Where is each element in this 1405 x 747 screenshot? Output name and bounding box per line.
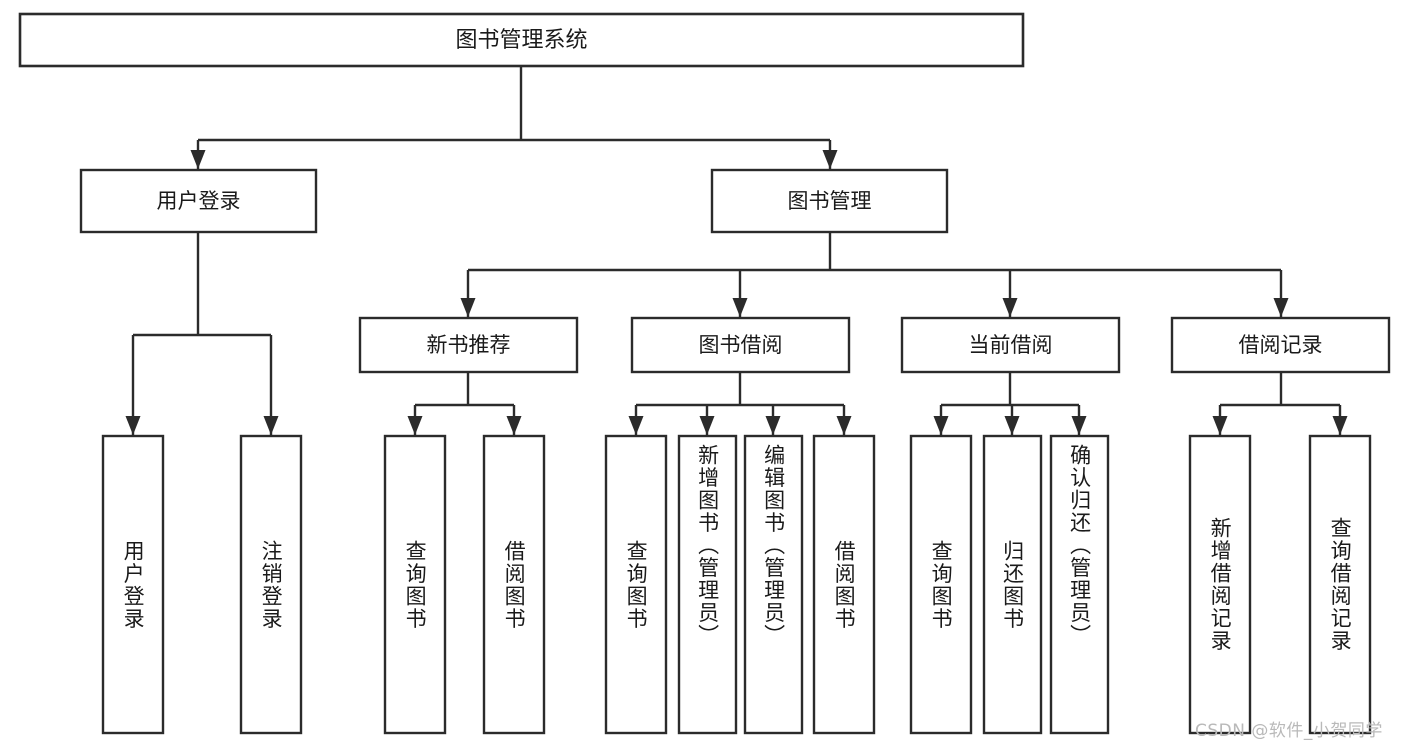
- box-layer: [18, 12, 1391, 735]
- leaf-node-2-box[interactable]: [383, 434, 447, 735]
- level2-node-1-box[interactable]: [710, 168, 949, 234]
- arrow-head: [933, 416, 949, 435]
- arrow-head: [1004, 416, 1020, 435]
- arrow-head: [407, 416, 423, 435]
- level3-node-1-box[interactable]: [630, 316, 851, 374]
- leaf-node-1-box[interactable]: [239, 434, 303, 735]
- arrow-head: [460, 298, 476, 317]
- level3-node-3-label: 借阅记录: [1239, 333, 1323, 357]
- arrow-head: [190, 150, 206, 169]
- level2-node-0-box[interactable]: [79, 168, 318, 234]
- leaf-node-9-box[interactable]: [982, 434, 1043, 735]
- arrow-head: [1071, 416, 1087, 435]
- leaf-node-7-box[interactable]: [812, 434, 876, 735]
- arrow-head: [125, 416, 141, 435]
- leaf-node-10-box[interactable]: [1049, 434, 1110, 735]
- leaf-node-5-box[interactable]: [677, 434, 738, 735]
- leaf-node-8-box[interactable]: [909, 434, 973, 735]
- leaf-node-0-box[interactable]: [101, 434, 165, 735]
- arrow-head: [836, 416, 852, 435]
- leaf-node-4-box[interactable]: [604, 434, 668, 735]
- arrow-head: [263, 416, 279, 435]
- level2-node-1-label: 图书管理: [788, 189, 872, 213]
- arrow-head: [1002, 298, 1018, 317]
- arrow-head: [732, 298, 748, 317]
- arrow-head: [1332, 416, 1348, 435]
- level3-node-2-box[interactable]: [900, 316, 1121, 374]
- connector-layer: [125, 66, 1348, 435]
- level3-node-1-label: 图书借阅: [699, 333, 783, 357]
- arrow-head: [506, 416, 522, 435]
- root-node-label: 图书管理系统: [455, 28, 587, 53]
- arrow-head: [765, 416, 781, 435]
- arrow-head: [628, 416, 644, 435]
- arrow-head: [1273, 298, 1289, 317]
- level3-node-3-box[interactable]: [1170, 316, 1391, 374]
- arrow-head: [1212, 416, 1228, 435]
- level3-node-0-box[interactable]: [358, 316, 579, 374]
- level3-node-2-label: 当前借阅: [969, 333, 1053, 357]
- arrow-head: [822, 150, 838, 169]
- leaf-node-6-box[interactable]: [743, 434, 804, 735]
- arrow-head: [699, 416, 715, 435]
- leaf-node-11-box[interactable]: [1188, 434, 1252, 735]
- root-node-box[interactable]: [18, 12, 1025, 68]
- leaf-node-3-box[interactable]: [482, 434, 546, 735]
- level3-node-0-label: 新书推荐: [427, 333, 511, 357]
- level2-node-0-label: 用户登录: [157, 189, 241, 213]
- leaf-node-12-box[interactable]: [1308, 434, 1372, 735]
